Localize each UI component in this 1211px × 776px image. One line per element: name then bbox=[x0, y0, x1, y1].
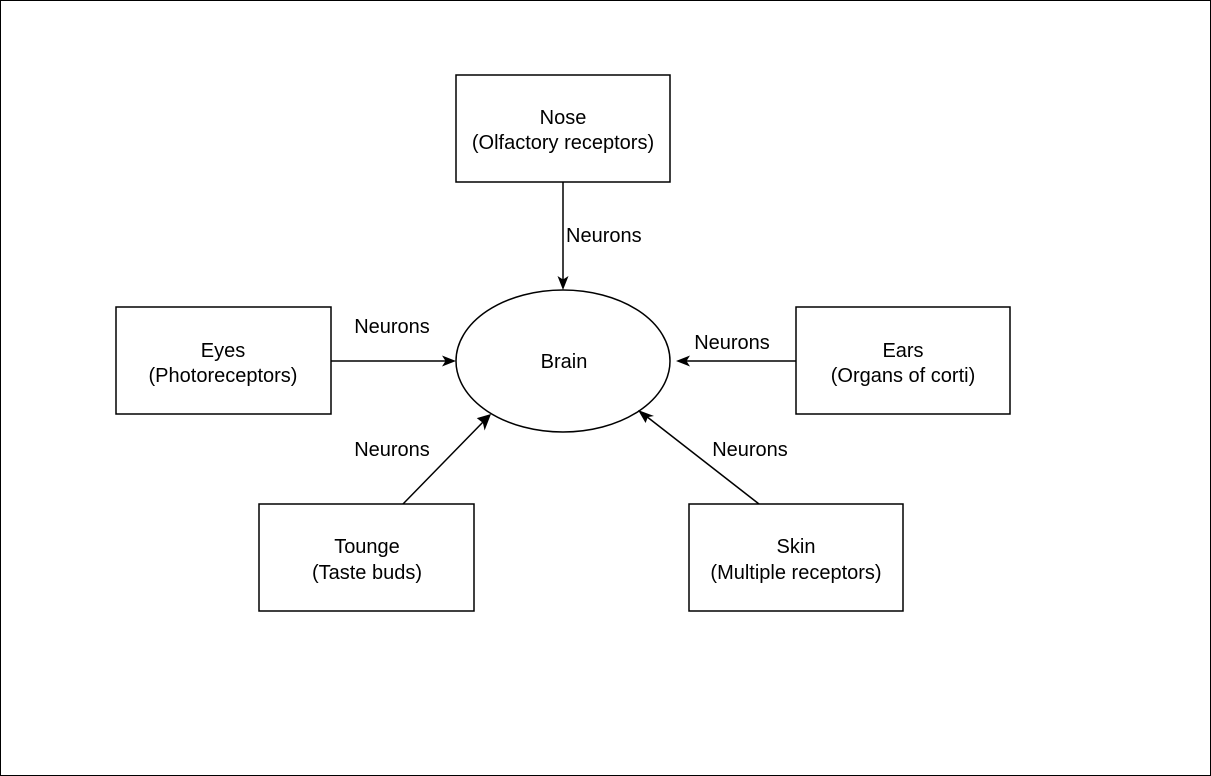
edge-tounge-to-brain-arrowhead bbox=[476, 414, 491, 431]
node-skin-subtitle: (Multiple receptors) bbox=[710, 562, 881, 584]
edge-nose-to-brain-arrowhead bbox=[557, 276, 569, 290]
node-eyes-title: Eyes bbox=[201, 340, 245, 362]
node-tounge-box bbox=[258, 503, 475, 612]
node-skin-box bbox=[688, 503, 904, 612]
edge-tounge-to-brain-line bbox=[402, 420, 485, 505]
node-tounge-title: Tounge bbox=[334, 536, 400, 558]
edge-eyes-to-brain: Neurons bbox=[331, 316, 456, 367]
node-tounge-subtitle: (Taste buds) bbox=[312, 562, 422, 584]
edge-tounge-to-brain: Neurons bbox=[354, 414, 491, 505]
node-eyes-subtitle: (Photoreceptors) bbox=[149, 365, 298, 387]
node-nose-title: Nose bbox=[540, 107, 587, 129]
node-eyes-box bbox=[115, 306, 332, 415]
node-ears-box bbox=[795, 306, 1011, 415]
edge-ears-to-brain: Neurons bbox=[676, 332, 796, 367]
node-brain: Brain bbox=[455, 289, 671, 433]
node-skin-title: Skin bbox=[777, 536, 816, 558]
node-nose: Nose (Olfactory receptors) bbox=[455, 74, 671, 183]
edge-skin-to-brain: Neurons bbox=[638, 410, 788, 505]
node-eyes: Eyes (Photoreceptors) bbox=[115, 306, 332, 415]
edge-tounge-to-brain-label: Neurons bbox=[354, 439, 430, 461]
edge-skin-to-brain-line bbox=[645, 415, 760, 505]
edge-eyes-to-brain-arrowhead bbox=[442, 355, 456, 367]
node-tounge: Tounge (Taste buds) bbox=[258, 503, 475, 612]
edge-skin-to-brain-label: Neurons bbox=[712, 439, 788, 461]
edge-nose-to-brain: Neurons bbox=[557, 182, 642, 290]
node-nose-subtitle: (Olfactory receptors) bbox=[472, 132, 654, 154]
node-ears-title: Ears bbox=[882, 340, 923, 362]
node-ears: Ears (Organs of corti) bbox=[795, 306, 1011, 415]
edge-eyes-to-brain-label: Neurons bbox=[354, 316, 430, 338]
edge-ears-to-brain-label: Neurons bbox=[694, 332, 770, 354]
node-brain-title: Brain bbox=[541, 351, 588, 373]
edge-ears-to-brain-arrowhead bbox=[676, 355, 690, 367]
node-nose-box bbox=[455, 74, 671, 183]
node-skin: Skin (Multiple receptors) bbox=[688, 503, 904, 612]
edge-skin-to-brain-arrowhead bbox=[638, 410, 654, 423]
node-ears-subtitle: (Organs of corti) bbox=[831, 365, 975, 387]
edge-nose-to-brain-label: Neurons bbox=[566, 225, 642, 247]
